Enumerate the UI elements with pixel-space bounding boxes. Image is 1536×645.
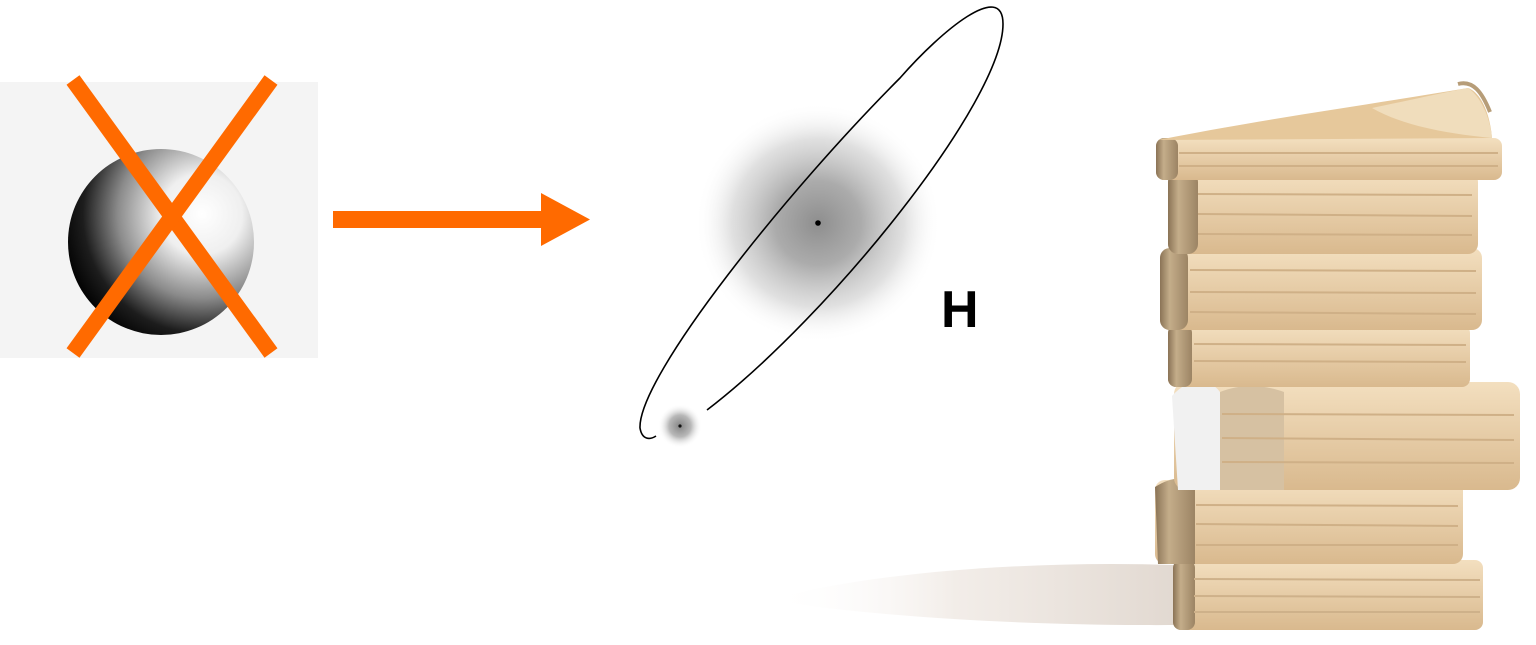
arrow-right xyxy=(333,193,590,246)
small-electron-cloud xyxy=(658,404,702,448)
electron-cloud xyxy=(695,103,941,343)
book-stack xyxy=(770,81,1520,630)
hamiltonian-label: H xyxy=(941,281,979,339)
cross-mark xyxy=(66,75,278,358)
elliptical-orbit xyxy=(639,6,1004,440)
